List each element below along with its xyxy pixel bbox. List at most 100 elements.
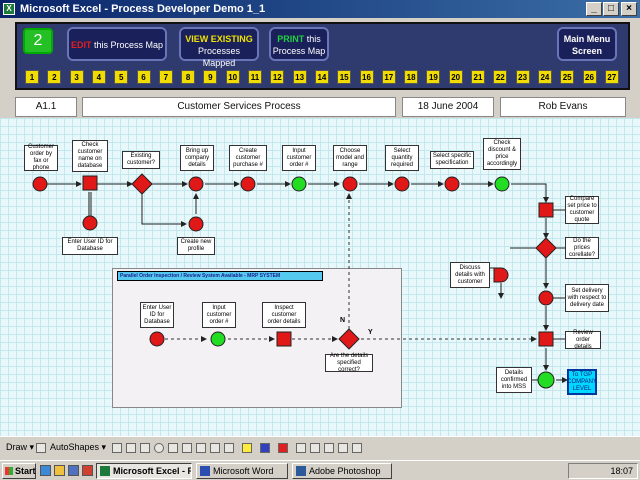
node-details-confirmed[interactable] <box>537 371 555 389</box>
view-existing-button[interactable]: VIEW EXISTING Processes Mapped <box>179 27 259 68</box>
page-number-button[interactable]: 13 <box>292 70 307 84</box>
page-number-button[interactable]: 19 <box>426 70 441 84</box>
page-number-button[interactable]: 1 <box>25 70 39 84</box>
clipart-tool-icon[interactable] <box>210 443 220 453</box>
edit-map-button[interactable]: EDIT this Process Map <box>67 27 167 61</box>
node-check-discount[interactable] <box>494 176 510 192</box>
node-choose-model[interactable] <box>342 176 358 192</box>
main-menu-button[interactable]: Main Menu Screen <box>557 27 617 61</box>
page-number-button[interactable]: 10 <box>225 70 240 84</box>
fill-color-icon[interactable] <box>242 443 252 453</box>
ie-quicklaunch-icon[interactable] <box>40 465 51 476</box>
page-number-button[interactable]: 9 <box>203 70 218 84</box>
edit-keyword: EDIT <box>70 40 92 50</box>
page-number-button[interactable]: 20 <box>448 70 463 84</box>
page-number-button[interactable]: 26 <box>582 70 597 84</box>
tgp-company-level-link[interactable]: To TGP COMPANY LEVEL <box>567 369 597 395</box>
page-number-button[interactable]: 2 <box>47 70 62 84</box>
node-review-order[interactable] <box>538 331 554 347</box>
panel-node-enter-user-id[interactable] <box>149 331 165 347</box>
autoshapes-menu[interactable]: AutoShapes ▾ <box>50 442 107 452</box>
page-number-button[interactable]: 17 <box>381 70 396 84</box>
line-tool-icon[interactable] <box>112 443 122 453</box>
media-quicklaunch-icon[interactable] <box>82 465 93 476</box>
label-create-profile: Create new profile <box>177 237 215 255</box>
line-style-icon[interactable] <box>296 443 306 453</box>
edit-label: this Process Map <box>91 40 164 50</box>
page-number-button[interactable]: 23 <box>515 70 530 84</box>
start-button[interactable]: Start <box>2 463 36 479</box>
page-number-button[interactable]: 6 <box>136 70 151 84</box>
process-name-box: Customer Services Process <box>82 97 396 117</box>
parallel-panel-title: Parallel Order Inspection / Review Syste… <box>117 271 323 281</box>
arrow-tool-icon[interactable] <box>126 443 136 453</box>
page-number-button[interactable]: 27 <box>604 70 619 84</box>
desktop-quicklaunch-icon[interactable] <box>68 465 79 476</box>
node-select-quantity[interactable] <box>394 176 410 192</box>
select-arrow-icon[interactable] <box>36 443 46 453</box>
panel-node-input-order[interactable] <box>210 331 226 347</box>
taskbar-photoshop-button[interactable]: Adobe Photoshop <box>292 463 392 479</box>
close-button[interactable]: × <box>621 2 637 16</box>
draw-menu[interactable]: Draw ▾ <box>6 442 35 452</box>
photoshop-task-icon <box>296 466 306 476</box>
page-number-button[interactable]: 18 <box>404 70 419 84</box>
diagram-tool-icon[interactable] <box>196 443 206 453</box>
page-number-button[interactable]: 3 <box>69 70 84 84</box>
node-create-profile[interactable] <box>188 216 204 232</box>
arrow-style-icon[interactable] <box>324 443 334 453</box>
maximize-button[interactable]: □ <box>603 2 619 16</box>
panel-node-inspect-order[interactable] <box>276 331 292 347</box>
node-input-order[interactable] <box>291 176 307 192</box>
label-select-spec: Select specific specification <box>430 151 474 169</box>
node-prices-correlate-decision[interactable] <box>535 237 557 259</box>
window-title: Microsoft Excel - Process Developer Demo… <box>20 3 266 15</box>
wordart-tool-icon[interactable] <box>182 443 192 453</box>
taskbar-word-button[interactable]: Microsoft Word <box>196 463 288 479</box>
taskbar-excel-button[interactable]: Microsoft Excel - Proc... <box>96 463 192 479</box>
line-color-icon[interactable] <box>260 443 270 453</box>
node-compare-price[interactable] <box>538 202 554 218</box>
page-number-button[interactable]: 22 <box>493 70 508 84</box>
spacer-strip <box>0 90 640 96</box>
page-number-button[interactable]: 11 <box>248 70 262 84</box>
textbox-tool-icon[interactable] <box>168 443 178 453</box>
minimize-button[interactable]: _ <box>586 2 602 16</box>
node-create-purchase[interactable] <box>240 176 256 192</box>
page-number-button[interactable]: 7 <box>158 70 173 84</box>
node-set-delivery[interactable] <box>538 290 554 306</box>
page-number-button[interactable]: 16 <box>359 70 374 84</box>
print-keyword: PRINT <box>277 34 305 44</box>
node-bring-up-details[interactable] <box>188 176 204 192</box>
page-number-button[interactable]: 15 <box>337 70 352 84</box>
picture-tool-icon[interactable] <box>224 443 234 453</box>
page-number-button[interactable]: 25 <box>560 70 575 84</box>
label-existing-customer: Existing customer? <box>122 151 160 169</box>
shadow-style-icon[interactable] <box>338 443 348 453</box>
panel-node-details-correct-decision[interactable] <box>338 328 360 350</box>
page-number-button[interactable]: 8 <box>181 70 196 84</box>
rectangle-tool-icon[interactable] <box>140 443 150 453</box>
node-existing-customer-decision[interactable] <box>131 173 153 195</box>
font-color-icon[interactable] <box>278 443 288 453</box>
node-select-spec[interactable] <box>444 176 460 192</box>
node-check-database[interactable] <box>82 175 98 191</box>
outlook-quicklaunch-icon[interactable] <box>54 465 65 476</box>
node-enter-user-id[interactable] <box>82 215 98 231</box>
page-number-button[interactable]: 5 <box>114 70 129 84</box>
yes-branch-label: Y <box>368 329 373 336</box>
page-number-button[interactable]: 12 <box>270 70 285 84</box>
node-order-received[interactable] <box>32 176 48 192</box>
3d-style-icon[interactable] <box>352 443 362 453</box>
page-number-button[interactable]: 21 <box>471 70 485 84</box>
dash-style-icon[interactable] <box>310 443 320 453</box>
panel-label-input-order: Input customer order # <box>202 302 236 328</box>
page-number-button[interactable]: 4 <box>91 70 106 84</box>
node-discuss-details[interactable] <box>493 267 509 283</box>
print-map-button[interactable]: PRINT this Process Map <box>269 27 329 61</box>
page-number-button[interactable]: 24 <box>537 70 552 84</box>
label-bring-up-details: Bring up company details <box>180 145 214 171</box>
panel-label-enter-user-id: Enter User ID for Database <box>140 302 174 328</box>
page-number-button[interactable]: 14 <box>314 70 329 84</box>
oval-tool-icon[interactable] <box>154 443 164 453</box>
